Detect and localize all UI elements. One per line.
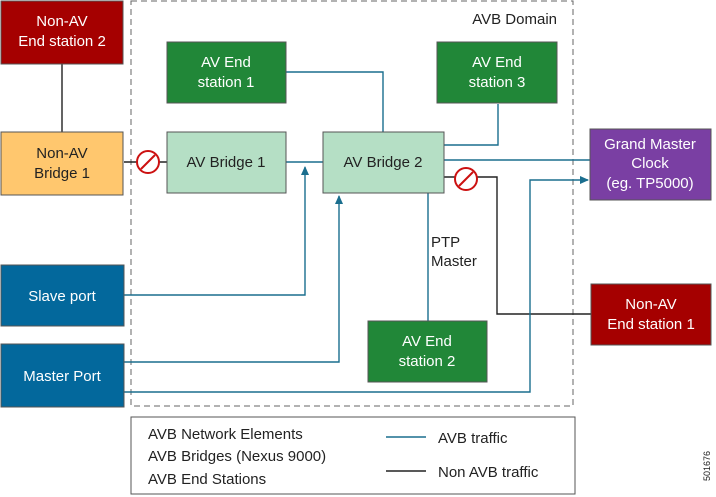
node-av-end-station-3: AV End station 3 — [436, 41, 558, 104]
link-endstation1-bridge2 — [286, 71, 384, 132]
node-label: Slave port — [28, 288, 96, 305]
node-label: Non-AV — [625, 296, 676, 313]
node-label: (eg. TP5000) — [606, 175, 693, 192]
node-label: AV Bridge 2 — [344, 154, 423, 171]
legend-bridges-label: AVB Bridges (Nexus 9000) — [148, 448, 326, 465]
node-slave-port: Slave port — [0, 264, 125, 327]
ptp-master-label: PTP — [431, 234, 460, 251]
avb-domain-label: AVB Domain — [472, 11, 557, 28]
link-endstation3-bridge2 — [444, 104, 499, 146]
node-label: Bridge 1 — [34, 165, 90, 182]
node-non-av-end-station-1: Non-AV End station 1 — [590, 283, 712, 346]
legend-end-stations-label: AVB End Stations — [148, 471, 266, 488]
node-label: End station 1 — [607, 316, 695, 333]
link-master-port-grandmaster — [124, 176, 589, 393]
node-label: Master Port — [23, 368, 101, 385]
node-non-av-bridge-1: Non-AV Bridge 1 — [0, 131, 124, 196]
node-av-bridge-2: AV Bridge 2 — [322, 131, 445, 194]
legend-non-avb-traffic-label: Non AVB traffic — [438, 464, 539, 481]
node-label: AV End — [201, 54, 251, 71]
link-avbridge2-nonav-endstation1 — [444, 176, 591, 315]
node-label: Non-AV — [36, 145, 87, 162]
link-slave-port-bridge1 — [124, 166, 309, 296]
node-non-av-end-station-2: Non-AV End station 2 — [0, 0, 124, 65]
legend-avb-traffic-label: AVB traffic — [438, 430, 508, 447]
node-label: station 2 — [399, 353, 456, 370]
node-label: AV End — [472, 54, 522, 71]
node-av-end-station-2: AV End station 2 — [367, 320, 488, 383]
avb-domain-boundary — [130, 0, 574, 407]
node-label: Grand Master — [604, 136, 696, 153]
node-label: station 1 — [198, 74, 255, 91]
no-entry-icon — [454, 167, 478, 191]
link-master-port-bridge2 — [124, 195, 343, 363]
no-entry-icon — [136, 150, 160, 174]
node-label: End station 2 — [18, 33, 106, 50]
node-label: AV Bridge 1 — [187, 154, 266, 171]
node-label: station 3 — [469, 74, 526, 91]
legend: AVB Network Elements AVB Bridges (Nexus … — [130, 416, 576, 495]
node-av-end-station-1: AV End station 1 — [166, 41, 287, 104]
figure-id: 501676 — [702, 451, 712, 481]
ptp-master-label: Master — [431, 253, 477, 270]
legend-elements-heading: AVB Network Elements — [148, 426, 303, 443]
node-grand-master-clock: Grand Master Clock (eg. TP5000) — [589, 128, 712, 201]
node-av-bridge-1: AV Bridge 1 — [166, 131, 287, 194]
node-master-port: Master Port — [0, 343, 125, 408]
avb-links — [124, 71, 590, 393]
node-label: Clock — [631, 155, 669, 172]
node-label: Non-AV — [36, 13, 87, 30]
node-label: AV End — [402, 333, 452, 350]
